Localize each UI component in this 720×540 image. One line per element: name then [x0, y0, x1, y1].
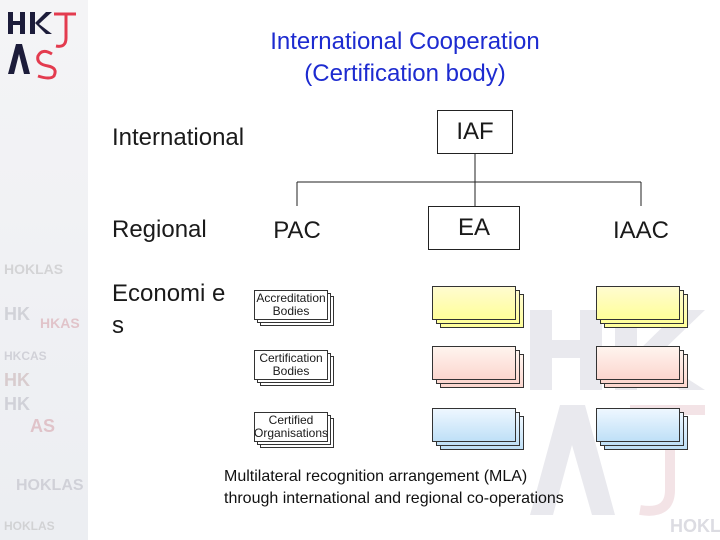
title-line-1: International Cooperation: [270, 28, 540, 55]
node-iaac: IAAC: [598, 206, 684, 256]
watermark-text-5: HOKLAS: [4, 519, 55, 533]
watermark-text-1: HOKLAS: [4, 261, 63, 277]
iaac-certified-organisations: [596, 408, 688, 450]
pac-certification-bodies: Certification Bodies: [254, 350, 334, 386]
ea-certification-bodies: [432, 346, 524, 388]
watermark-text-3: HKCAS: [4, 349, 47, 363]
pac-certification-label: Certification Bodies: [254, 350, 328, 380]
mla-caption: Multilateral recognition arrangement (ML…: [224, 466, 564, 510]
svg-text:AS: AS: [30, 416, 55, 436]
node-pac: PAC: [247, 206, 347, 256]
caption-line-2: through international and regional co-op…: [224, 490, 564, 507]
iaac-accreditation-bodies: [596, 286, 688, 328]
watermark-text-2: HKAS: [40, 315, 80, 331]
svg-text:HK: HK: [4, 370, 30, 390]
pac-certified-organisations: Certified Organisations: [253, 412, 334, 448]
row-label-international: International: [112, 124, 245, 151]
svg-text:HK: HK: [4, 394, 30, 414]
pac-certified-label: Certified Organisations: [253, 412, 329, 442]
title-line-2: (Certification body): [304, 60, 506, 87]
row-label-economies: Economi es: [112, 280, 226, 339]
node-iaf: IAF: [437, 110, 513, 154]
node-ea: EA: [428, 206, 520, 250]
page-title: International Cooperation (Certification…: [200, 26, 610, 90]
row-label-regional: Regional: [112, 216, 207, 243]
hkas-logo: [8, 12, 76, 80]
caption-line-1: Multilateral recognition arrangement (ML…: [224, 468, 528, 485]
ea-accreditation-bodies: [432, 286, 524, 328]
ea-certified-organisations: [432, 408, 524, 450]
pac-accreditation-bodies: Accreditation Bodies: [254, 290, 334, 326]
watermark-text-4: HOKLAS: [16, 477, 84, 494]
pac-accreditation-label: Accreditation Bodies: [254, 290, 328, 320]
svg-text:HOKLAS: HOKLAS: [670, 516, 720, 536]
iaac-certification-bodies: [596, 346, 688, 388]
watermark-logos: HOKLAS HK HKAS HKCAS HK HK AS HOKLAS HOK…: [4, 261, 84, 533]
left-sidebar-band: [0, 0, 88, 540]
svg-text:HK: HK: [4, 304, 30, 324]
